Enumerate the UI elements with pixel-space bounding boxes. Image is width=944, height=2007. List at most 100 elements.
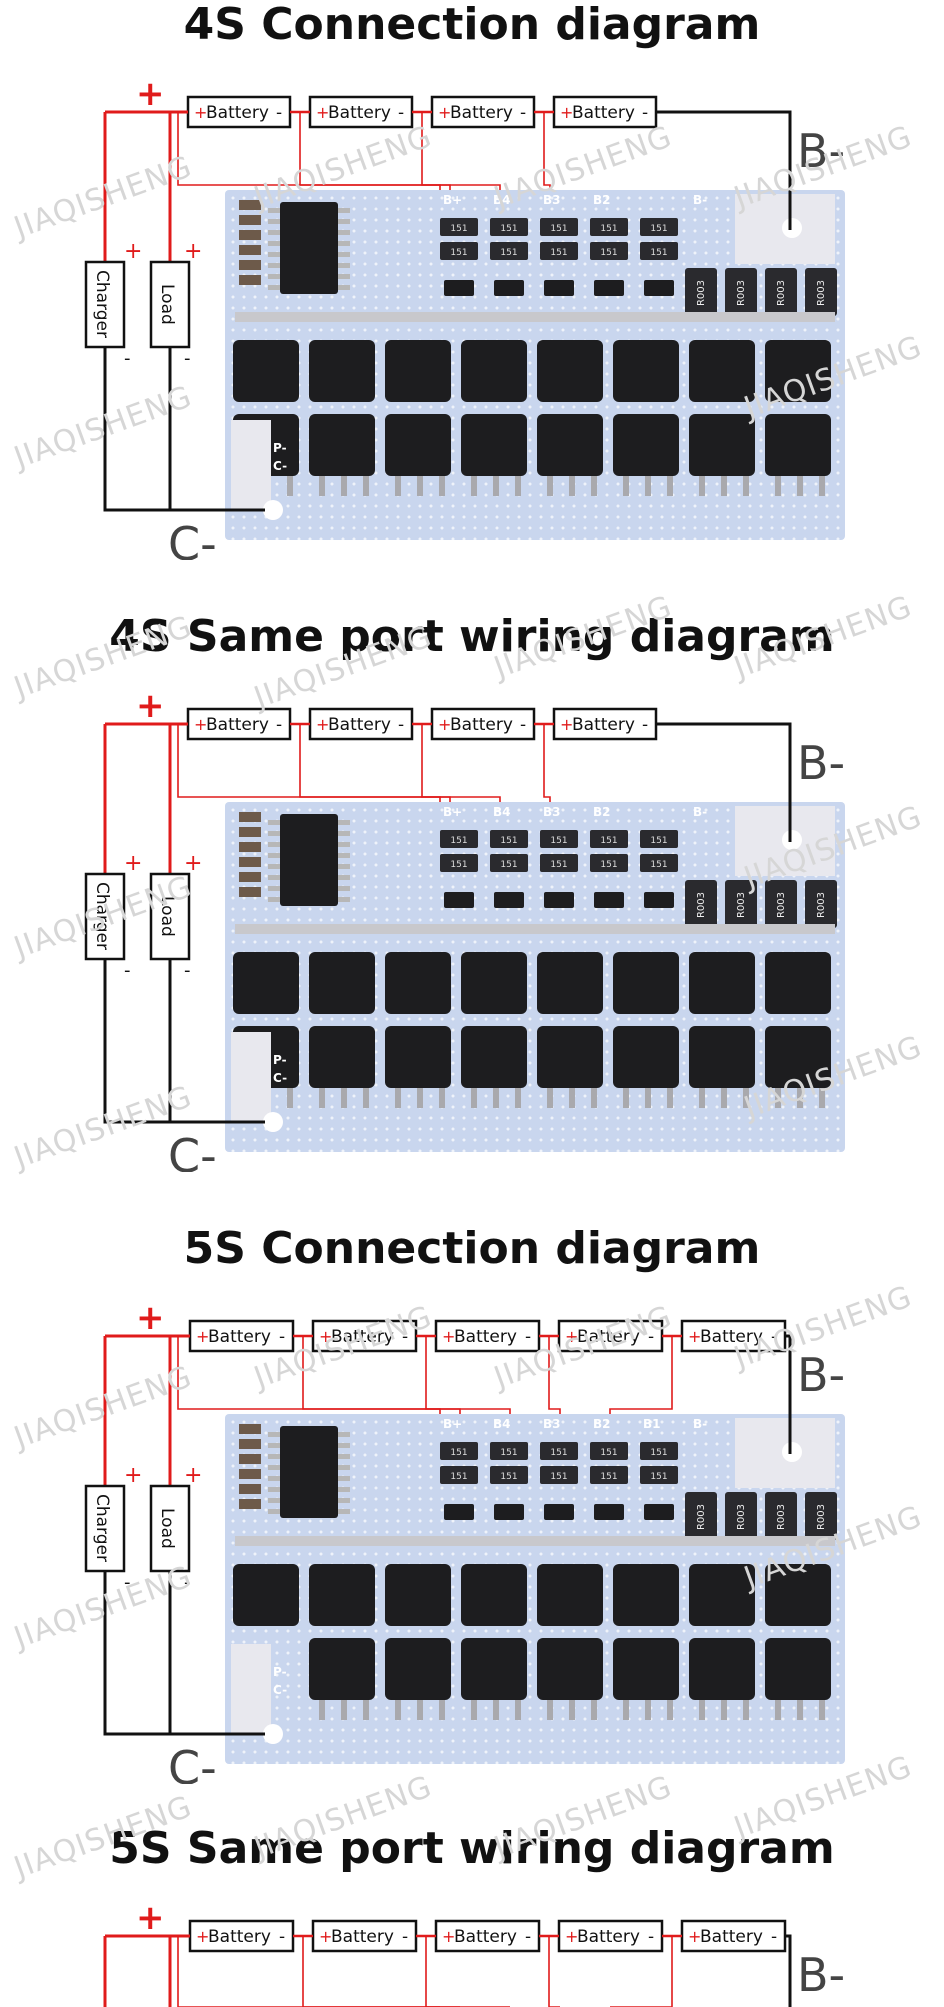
via-dot <box>605 1574 609 1578</box>
via-dot <box>561 1519 565 1523</box>
via-dot <box>660 1138 664 1142</box>
via-dot <box>605 394 609 398</box>
via-dot <box>429 1017 433 1021</box>
via-dot <box>253 1149 257 1153</box>
via-dot <box>231 819 235 823</box>
mosfet-leg <box>721 476 727 496</box>
via-dot <box>583 918 587 922</box>
via-dot <box>638 537 642 541</box>
via-dot <box>726 1420 730 1424</box>
mount-hole <box>782 218 802 238</box>
battery-cell: +Battery- <box>430 707 536 741</box>
via-dot <box>649 526 653 530</box>
via-dot <box>275 306 279 310</box>
via-dot <box>660 196 664 200</box>
via-dot <box>737 328 741 332</box>
via-dot <box>759 973 763 977</box>
via-dot <box>770 1017 774 1021</box>
via-dot <box>242 907 246 911</box>
smd-capacitor <box>239 215 261 225</box>
via-dot <box>407 526 411 530</box>
via-dot <box>506 515 510 519</box>
ic-pin <box>268 241 280 246</box>
via-dot <box>836 896 840 900</box>
via-dot <box>506 1017 510 1021</box>
via-dot <box>649 1017 653 1021</box>
via-dot <box>429 482 433 486</box>
via-dot <box>737 1116 741 1120</box>
via-dot <box>517 207 521 211</box>
via-dot <box>638 273 642 277</box>
via-dot <box>627 907 631 911</box>
via-dot <box>440 1530 444 1534</box>
via-dot <box>264 1497 268 1501</box>
via-dot <box>308 1017 312 1021</box>
via-dot <box>814 515 818 519</box>
via-dot <box>341 515 345 519</box>
via-dot <box>242 1420 246 1424</box>
via-dot <box>726 1475 730 1479</box>
via-dot <box>231 1519 235 1523</box>
via-dot <box>682 196 686 200</box>
balance-transistor <box>494 280 524 296</box>
ic-pin <box>268 831 280 836</box>
via-dot <box>484 1508 488 1512</box>
balance-resistor <box>640 830 678 848</box>
via-dot <box>374 1585 378 1589</box>
via-dot <box>484 1464 488 1468</box>
via-dot <box>627 841 631 845</box>
via-dot <box>594 1431 598 1435</box>
via-dot <box>396 207 400 211</box>
smd-capacitor <box>239 872 261 882</box>
via-dot <box>484 1552 488 1556</box>
via-dot <box>605 416 609 420</box>
via-dot <box>319 405 323 409</box>
via-dot <box>396 1508 400 1512</box>
ic-pin <box>338 820 350 825</box>
via-dot <box>374 995 378 999</box>
via-dot <box>253 1508 257 1512</box>
via-dot <box>473 1530 477 1534</box>
via-dot <box>836 251 840 255</box>
via-dot <box>385 907 389 911</box>
via-dot <box>572 515 576 519</box>
via-dot <box>836 1618 840 1622</box>
smd-capacitor <box>239 275 261 285</box>
via-dot <box>748 405 752 409</box>
pad-label: B- <box>693 193 707 207</box>
via-dot <box>781 1149 785 1153</box>
via-dot <box>539 537 543 541</box>
via-dot <box>517 1420 521 1424</box>
shunt-resistor <box>805 880 837 928</box>
via-dot <box>407 196 411 200</box>
via-dot <box>418 874 422 878</box>
via-dot <box>396 1497 400 1501</box>
via-dot <box>308 339 312 343</box>
via-dot <box>352 273 356 277</box>
via-dot <box>451 1149 455 1153</box>
battery-cell: +Battery- <box>186 95 292 129</box>
via-dot <box>407 284 411 288</box>
via-dot <box>352 896 356 900</box>
ic-pin <box>338 842 350 847</box>
via-dot <box>374 1116 378 1120</box>
via-dot <box>836 350 840 354</box>
via-dot <box>616 874 620 878</box>
via-dot <box>836 317 840 321</box>
via-dot <box>726 841 730 845</box>
via-dot <box>506 1116 510 1120</box>
via-dot <box>451 1094 455 1098</box>
via-dot <box>539 808 543 812</box>
mosfet <box>461 340 527 402</box>
via-dot <box>363 874 367 878</box>
via-dot <box>374 1497 378 1501</box>
via-dot <box>506 885 510 889</box>
via-dot <box>451 1017 455 1021</box>
via-dot <box>572 526 576 530</box>
via-dot <box>484 1486 488 1490</box>
via-dot <box>374 207 378 211</box>
via-dot <box>627 218 631 222</box>
via-dot <box>396 1149 400 1153</box>
battery-label: Battery <box>450 103 513 123</box>
